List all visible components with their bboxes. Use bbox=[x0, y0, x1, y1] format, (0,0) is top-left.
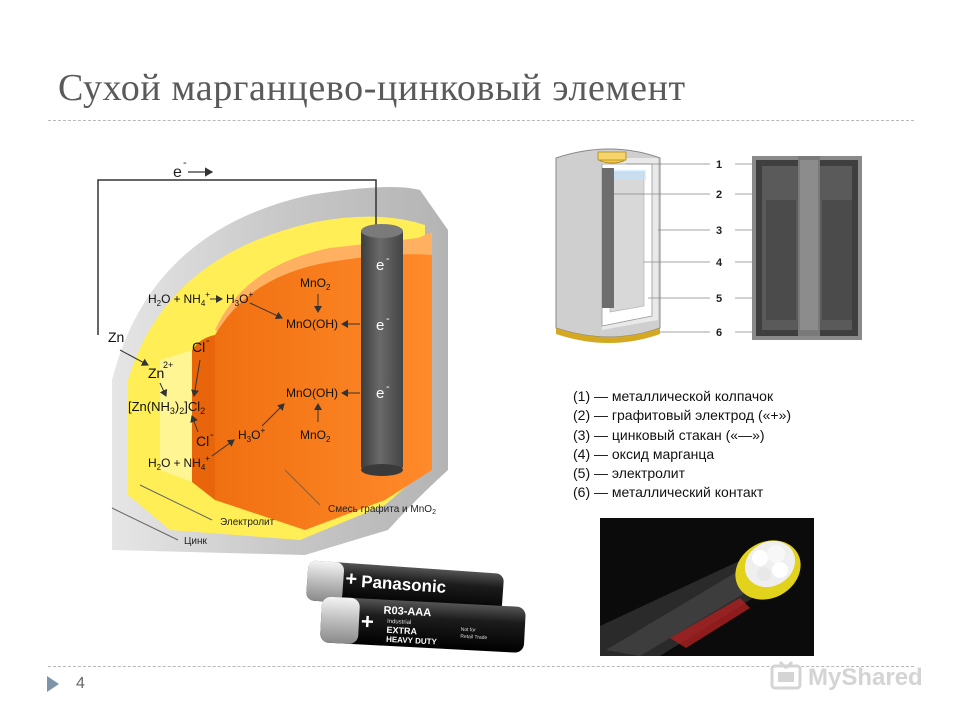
reaction-bottom-h3o: H3O+ bbox=[238, 426, 265, 444]
reaction-top-h3o: H3O+ bbox=[226, 290, 253, 308]
cell-number-6: 6 bbox=[716, 327, 722, 339]
slide-marker-icon bbox=[47, 676, 59, 692]
cell-number-4: 4 bbox=[716, 257, 723, 269]
svg-text:-: - bbox=[386, 313, 390, 325]
legend-item: (4) — оксид марганца bbox=[573, 445, 715, 462]
electrolyte-cut-face bbox=[160, 350, 192, 482]
zinc-caption: Цинк bbox=[184, 536, 208, 547]
chloride-label-top: Cl bbox=[192, 339, 205, 355]
myshared-logo-icon bbox=[770, 660, 802, 690]
graphite-rod-top bbox=[361, 224, 403, 238]
legend-item: (5) — электролит bbox=[573, 465, 686, 482]
cell-cutaway-diagram: 1 2 3 4 5 6 bbox=[555, 148, 862, 343]
mix-cut-face bbox=[192, 335, 215, 500]
cell-number-1: 1 bbox=[716, 159, 722, 171]
mno2-top-label: MnO2 bbox=[300, 276, 331, 292]
cell-number-5: 5 bbox=[716, 293, 722, 305]
mno2-bottom-label: MnO2 bbox=[300, 428, 331, 444]
cell-number-3: 3 bbox=[716, 225, 722, 237]
title-divider bbox=[48, 120, 914, 121]
svg-text:+: + bbox=[345, 568, 358, 591]
svg-text:Not for: Not for bbox=[461, 627, 477, 634]
svg-text:-: - bbox=[386, 381, 390, 393]
opened-battery-photo bbox=[600, 518, 814, 656]
page-title: Сухой марганцево-цинковый элемент bbox=[58, 67, 686, 109]
page-number: 4 bbox=[76, 675, 85, 692]
svg-text:-: - bbox=[386, 253, 390, 265]
svg-text:EXTRA: EXTRA bbox=[386, 625, 417, 637]
legend-item: (6) — металлический контакт bbox=[573, 484, 764, 501]
svg-text:-: - bbox=[206, 335, 210, 347]
mnooh-bottom-label: MnO(OH) bbox=[286, 386, 338, 400]
chloride-label-bottom: Cl bbox=[196, 433, 209, 449]
electron-flow-label: e bbox=[173, 164, 182, 181]
watermark-text: MyShared bbox=[808, 664, 923, 691]
rod-electron-2: e bbox=[376, 317, 384, 334]
reaction-top-h2o: H2O+NH4+ bbox=[148, 290, 210, 308]
reaction-bottom-h2o: H2O+NH4+ bbox=[148, 454, 210, 472]
component-legend: (1) — металлической колпачок (2) — графи… bbox=[573, 387, 791, 503]
mix-label: Смесь графита и MnO2 bbox=[328, 503, 436, 516]
zinc-ion-label: Zn bbox=[148, 365, 164, 381]
sectioned-cell-photo bbox=[752, 156, 862, 340]
svg-text:Retail Trade: Retail Trade bbox=[460, 634, 487, 641]
legend-item: (1) — металлической колпачок bbox=[573, 388, 774, 404]
legend-item: (3) — цинковый стакан («—») bbox=[573, 426, 765, 443]
cell-number-2: 2 bbox=[716, 189, 722, 201]
svg-text:Industrial: Industrial bbox=[387, 619, 412, 626]
rod-electron-3: e bbox=[376, 385, 384, 402]
external-circuit-wire bbox=[97, 179, 377, 335]
panasonic-battery-photo: + Panasonic + R03-AAA Industrial EXTRA H… bbox=[306, 560, 526, 653]
graphite-rod bbox=[361, 228, 403, 470]
svg-text:2+: 2+ bbox=[163, 360, 173, 370]
svg-text:+: + bbox=[360, 608, 374, 634]
complex-label: [Zn(NH3)2]Cl2 bbox=[128, 399, 205, 416]
mnooh-top-label: MnO(OH) bbox=[286, 317, 338, 331]
footer-divider bbox=[48, 666, 914, 667]
rod-electron-1: e bbox=[376, 257, 384, 274]
zinc-label: Zn bbox=[108, 329, 124, 345]
legend-item: (2) — графитовый электрод («+») bbox=[573, 407, 792, 424]
svg-text:HEAVY DUTY: HEAVY DUTY bbox=[386, 635, 438, 647]
svg-text:-: - bbox=[183, 157, 187, 169]
svg-text:-: - bbox=[210, 429, 214, 441]
battery-model: R03-AAA bbox=[383, 605, 431, 619]
electrolyte-label: Электролит bbox=[220, 517, 275, 528]
